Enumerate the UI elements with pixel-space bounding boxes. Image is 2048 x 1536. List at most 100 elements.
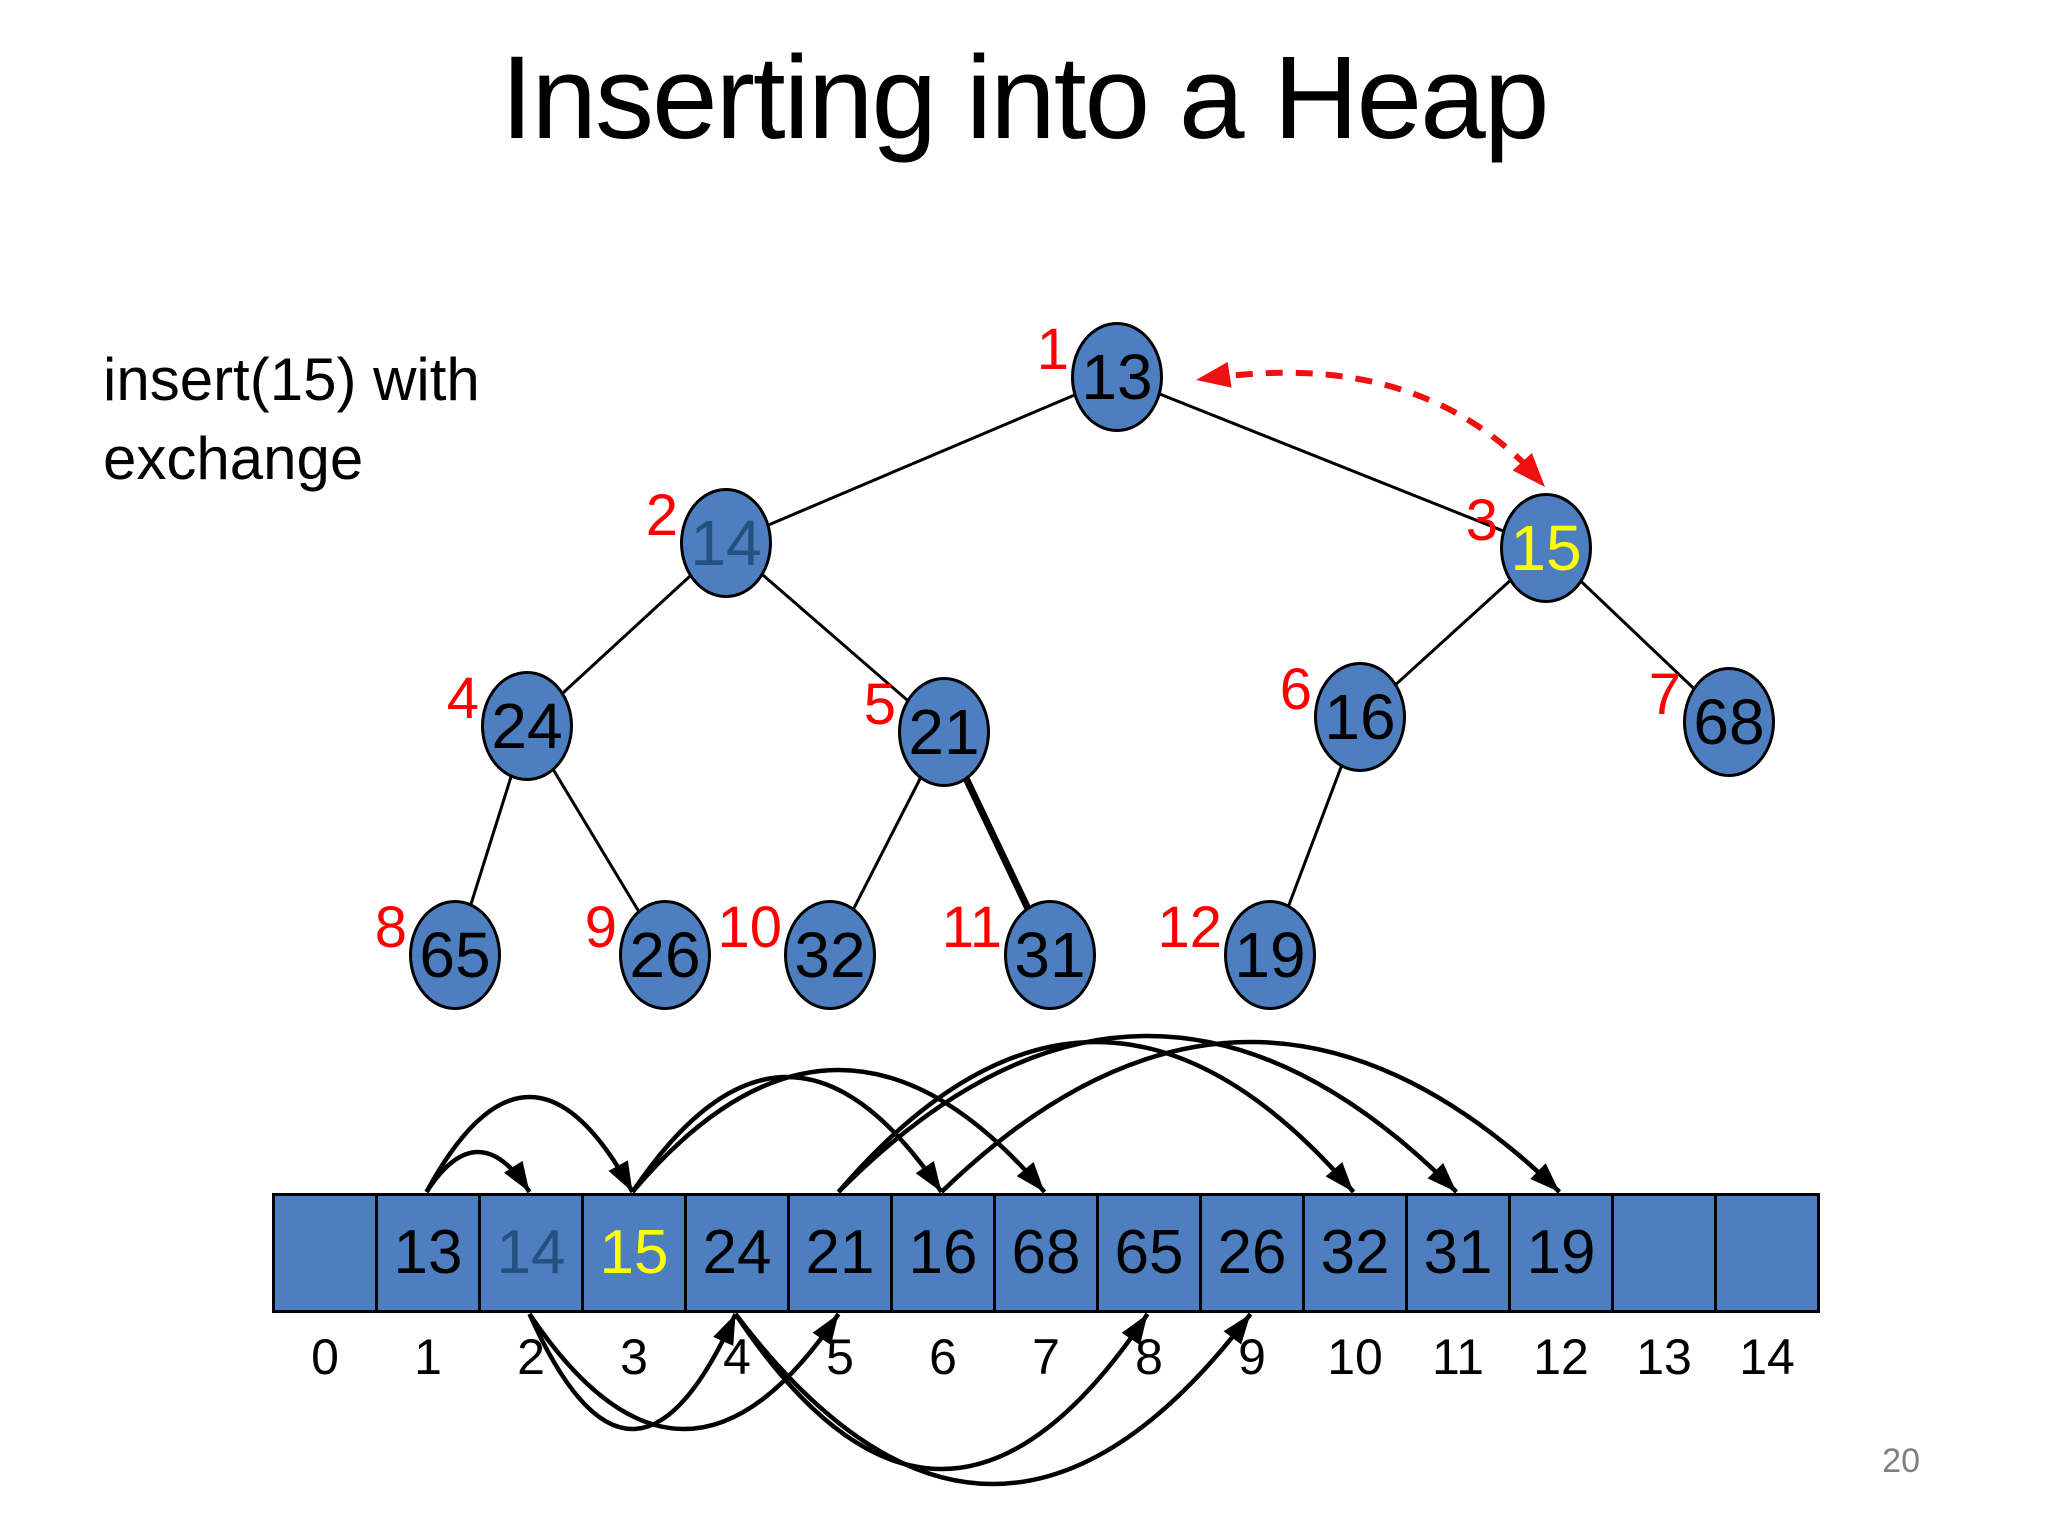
array-cell-4: 24 [684, 1193, 790, 1313]
tree-node-6: 16 [1314, 662, 1406, 772]
tree-node-10: 32 [784, 900, 876, 1010]
tree-node-value: 65 [419, 919, 491, 991]
tree-node-4: 24 [481, 671, 573, 781]
array-arrow-1-3 [424, 1095, 635, 1194]
tree-node-value: 14 [690, 507, 762, 579]
array-arrowhead-1-2 [504, 1160, 530, 1192]
array-arrow-2-5 [527, 1312, 841, 1432]
array-arrow-2-4 [527, 1313, 738, 1431]
insert-annotation: insert(15) with exchange [103, 346, 480, 493]
array-cell-value: 21 [805, 1218, 875, 1287]
tree-edge-1-3 [1116, 375, 1547, 550]
tree-node-5: 21 [898, 677, 990, 787]
array-arrowhead-5-11 [1427, 1162, 1457, 1192]
tree-node-index-11: 11 [941, 895, 1002, 960]
tree-node-value: 31 [1014, 919, 1086, 991]
tree-node-index-5: 5 [863, 672, 896, 737]
array-arrowhead-4-9 [1223, 1314, 1251, 1345]
tree-node-value: 68 [1693, 686, 1765, 758]
array-cell-value: 26 [1217, 1218, 1287, 1287]
page-title: Inserting into a Heap [500, 32, 1550, 164]
array-index-13: 13 [1636, 1329, 1692, 1385]
array-arrowhead-4-8 [1121, 1314, 1148, 1346]
tree-node-9: 26 [619, 900, 711, 1010]
tree-node-value: 26 [629, 919, 701, 991]
array-arrowhead-6-12 [1530, 1163, 1560, 1192]
array-index-12: 12 [1533, 1329, 1589, 1385]
array-index-1: 1 [414, 1329, 442, 1385]
array-arrow-6-12 [939, 1039, 1562, 1194]
array-cell-0 [272, 1193, 378, 1313]
array-cell-1: 13 [375, 1193, 481, 1313]
array-arrow-4-9 [733, 1312, 1253, 1487]
array-cell-6: 16 [890, 1193, 996, 1313]
tree-node-value: 13 [1081, 341, 1153, 413]
array-cell-7: 68 [993, 1193, 1099, 1313]
array-cell-value: 19 [1526, 1218, 1596, 1287]
array-arrowhead-3-7 [1016, 1161, 1045, 1192]
tree-node-index-4: 4 [446, 666, 479, 731]
array-cell-10: 32 [1302, 1193, 1408, 1313]
array-index-14: 14 [1739, 1329, 1795, 1385]
tree-node-value: 24 [491, 690, 563, 762]
tree-node-index-3: 3 [1465, 488, 1498, 553]
array-cell-12: 19 [1508, 1193, 1614, 1313]
tree-node-index-7: 7 [1648, 662, 1681, 727]
array-cell-value: 31 [1423, 1218, 1493, 1287]
array-index-9: 9 [1238, 1329, 1266, 1385]
array-cell-value: 16 [908, 1218, 978, 1287]
tree-node-index-10: 10 [717, 895, 782, 960]
page-number: 20 [1882, 1442, 1920, 1480]
tree-node-value: 19 [1234, 919, 1306, 991]
swap-arrowhead-left [1196, 361, 1232, 388]
tree-node-2: 14 [680, 488, 772, 598]
array-index-11: 11 [1432, 1329, 1484, 1385]
array-cell-value: 24 [702, 1218, 772, 1287]
array-cell-3: 15 [581, 1193, 687, 1313]
tree-edge-1-2 [725, 375, 1118, 545]
array-cell-5: 21 [787, 1193, 893, 1313]
array-cell-9: 26 [1199, 1193, 1305, 1313]
tree-node-11: 31 [1004, 900, 1096, 1010]
array-arrow-3-7 [630, 1067, 1047, 1194]
array-arrowhead-3-6 [915, 1160, 942, 1192]
array-cell-8: 65 [1096, 1193, 1202, 1313]
array-cell-value: 65 [1114, 1218, 1184, 1287]
array-index-5: 5 [826, 1329, 854, 1385]
tree-node-1: 13 [1071, 322, 1163, 432]
tree-node-8: 65 [409, 900, 501, 1010]
tree-node-value: 21 [908, 696, 980, 768]
tree-node-value: 15 [1510, 512, 1582, 584]
array-arrowhead-2-4 [713, 1314, 736, 1346]
array-cell-14 [1714, 1193, 1820, 1313]
swap-arrow [1205, 369, 1541, 481]
tree-node-index-2: 2 [645, 483, 678, 548]
array-cell-11: 31 [1405, 1193, 1511, 1313]
tree-node-7: 68 [1683, 667, 1775, 777]
array-index-10: 10 [1327, 1329, 1383, 1385]
tree-node-value: 32 [794, 919, 866, 991]
array-index-8: 8 [1135, 1329, 1163, 1385]
swap-arrowhead-right [1512, 453, 1545, 487]
tree-node-index-12: 12 [1157, 895, 1222, 960]
array-arrowhead-2-5 [812, 1314, 839, 1346]
array-index-7: 7 [1032, 1329, 1060, 1385]
array-index-3: 3 [620, 1329, 648, 1385]
array-cell-value: 15 [599, 1218, 669, 1287]
array-cell-value: 32 [1320, 1218, 1390, 1287]
array-index-6: 6 [929, 1329, 957, 1385]
tree-node-index-9: 9 [584, 895, 617, 960]
array-cell-value: 14 [496, 1218, 566, 1287]
tree-node-index-8: 8 [374, 895, 407, 960]
array-cell-value: 68 [1011, 1218, 1081, 1287]
array-index-2: 2 [517, 1329, 545, 1385]
array-cell-2: 14 [478, 1193, 584, 1313]
array-arrow-5-11 [836, 1033, 1459, 1194]
array-index-4: 4 [723, 1329, 751, 1385]
array-arrowhead-5-10 [1325, 1162, 1354, 1192]
array-index-0: 0 [311, 1329, 339, 1385]
tree-node-index-1: 1 [1036, 317, 1069, 382]
array-arrow-4-8 [733, 1312, 1150, 1472]
tree-node-value: 16 [1324, 681, 1396, 753]
